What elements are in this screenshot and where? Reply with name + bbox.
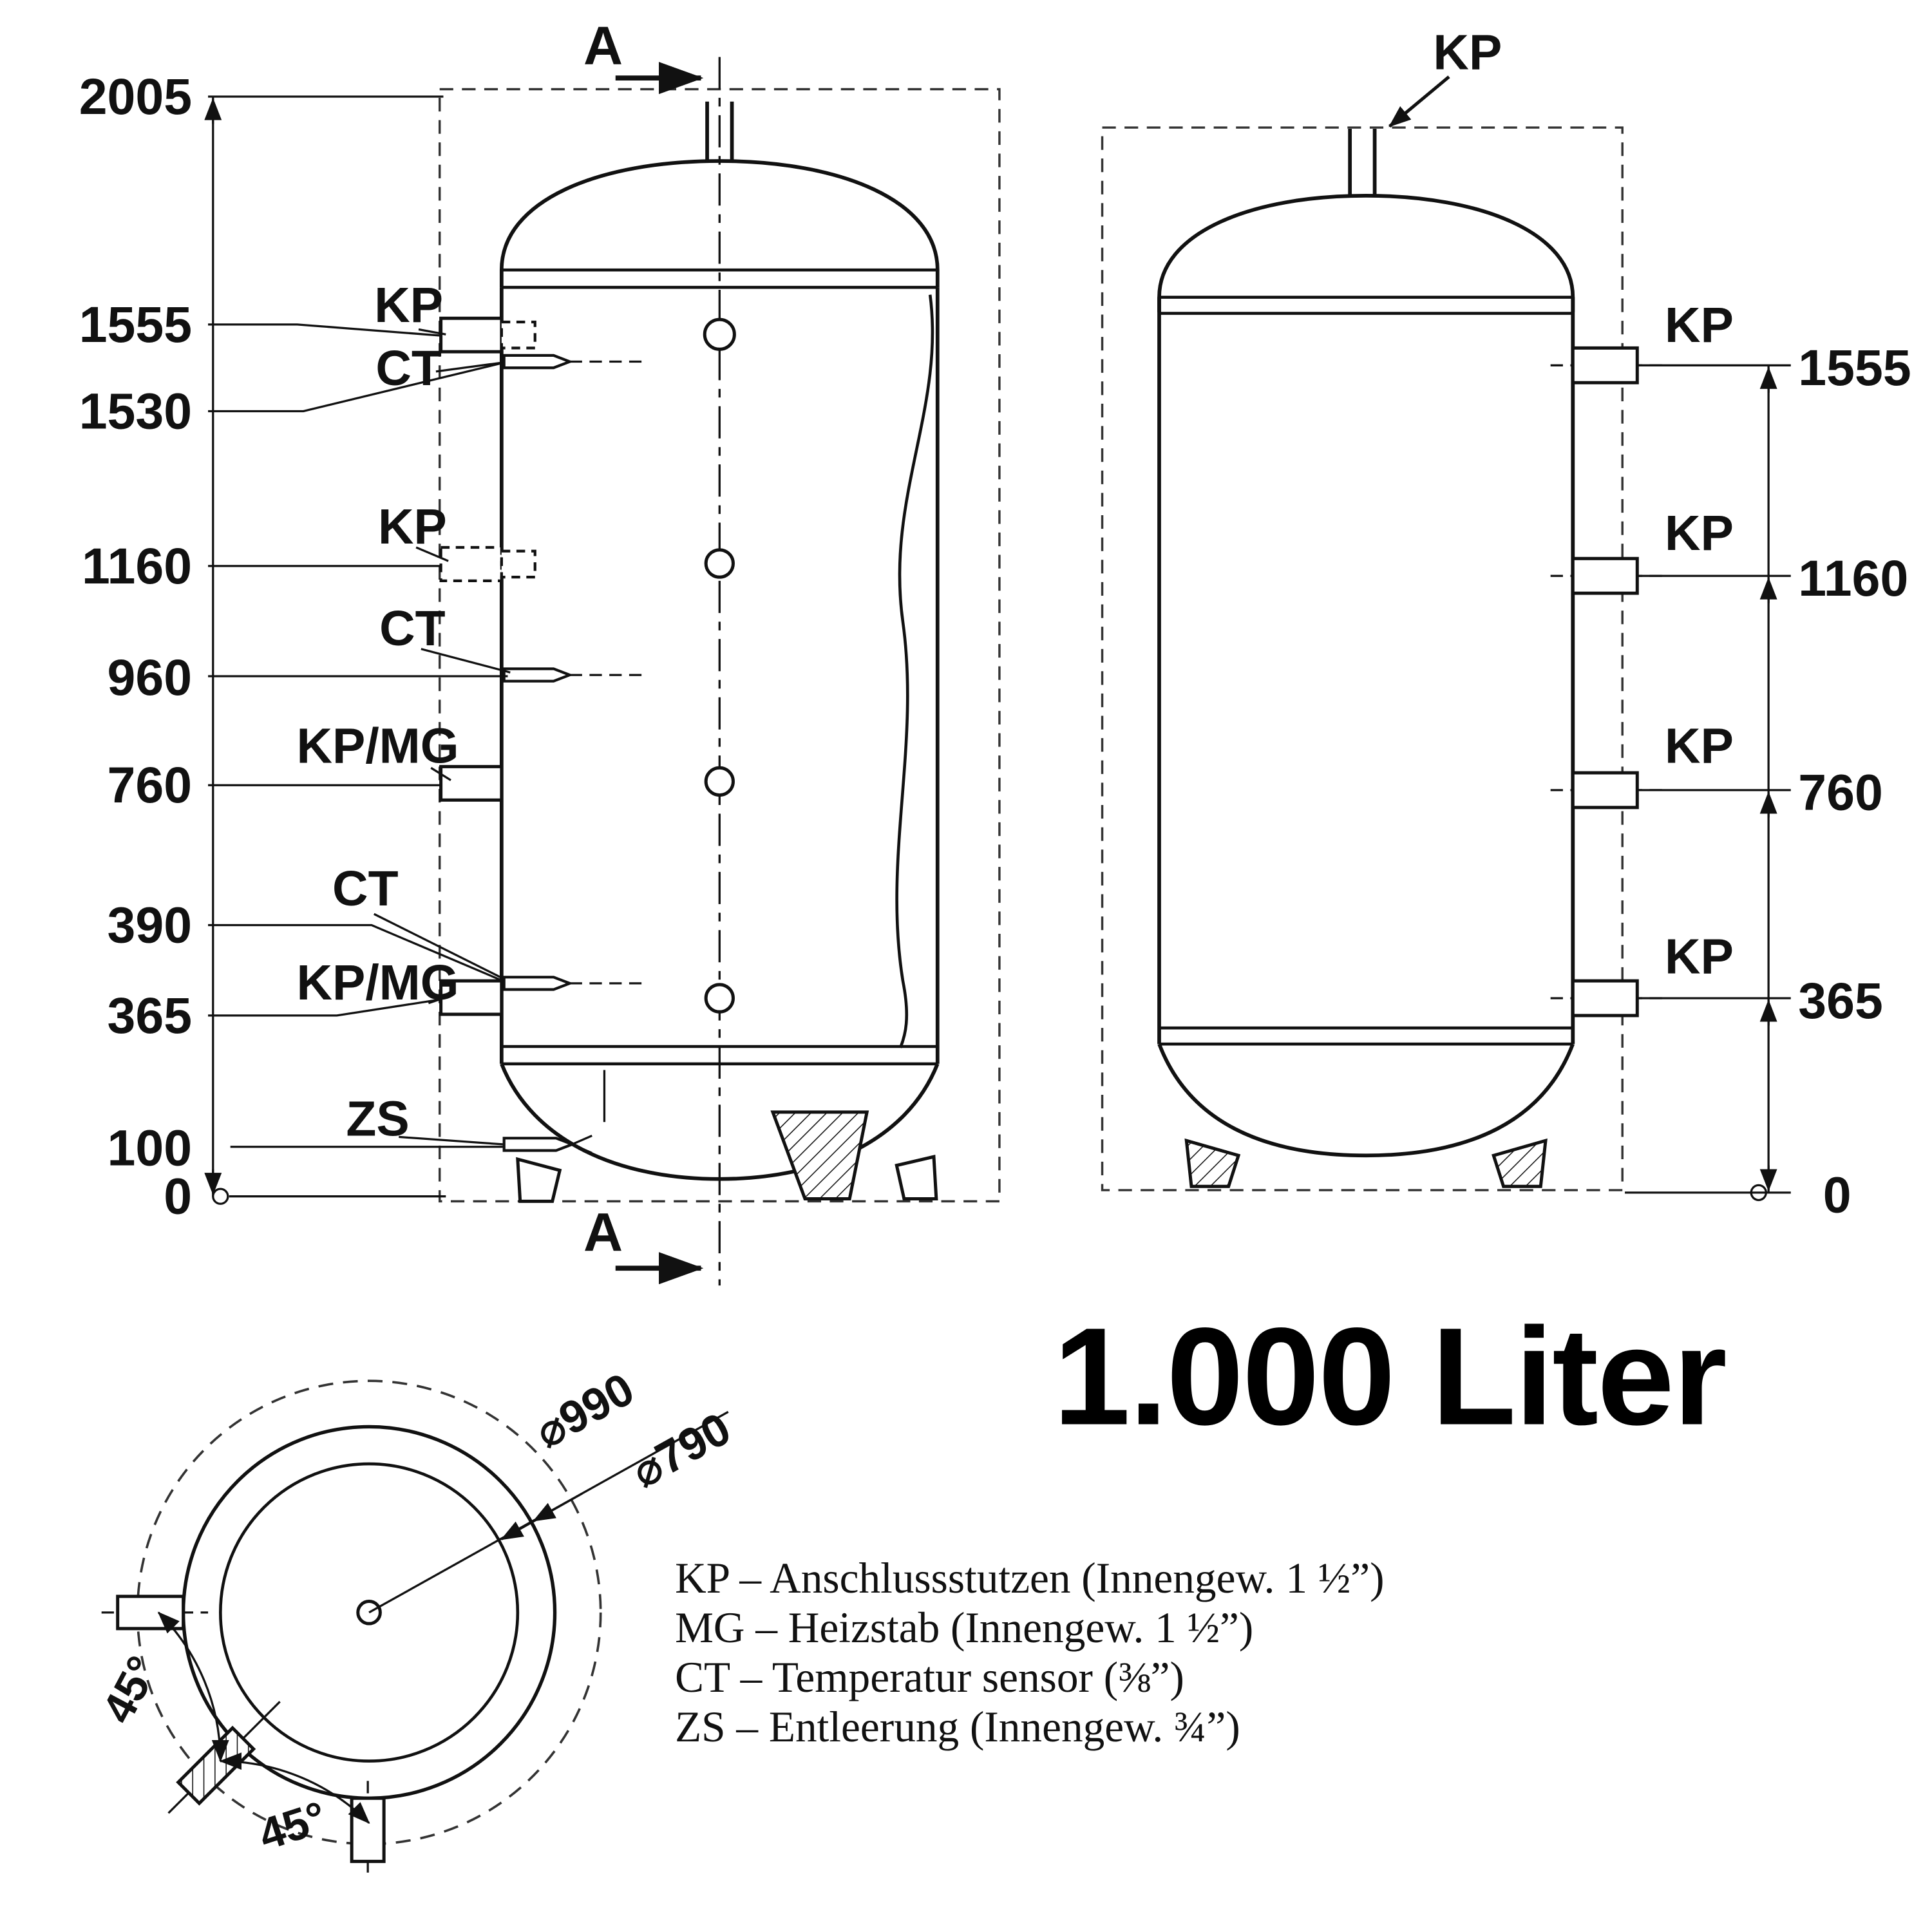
front-leg-right [895, 1155, 938, 1201]
datum-circle-right [1750, 1184, 1767, 1202]
side-stub-1 [1571, 346, 1639, 384]
front-view: A A [438, 15, 1001, 1286]
side-dim-label-1555: 1555 [1798, 339, 1911, 396]
front-leg-center [770, 1110, 869, 1201]
front-port-circle-1 [703, 317, 736, 351]
side-port-label-2: KP [1665, 506, 1734, 561]
side-leg-right [1492, 1138, 1548, 1188]
side-dim-label-365: 365 [1798, 972, 1883, 1029]
zs-drain-arrow-1 [571, 1134, 592, 1146]
dim-label-1160: 1160 [82, 538, 192, 594]
side-stub-3 [1571, 771, 1639, 810]
zs-drain-probe [502, 1137, 576, 1152]
dim-label-2005: 2005 [79, 68, 192, 125]
ct-probe-1530 [502, 354, 574, 370]
zs-drain-arrow-2 [571, 1143, 592, 1154]
dia-arrow-790 [500, 1511, 551, 1540]
side-view: KP [1101, 25, 1662, 1191]
legend-line-ct: CT – Temperatur sensor (⅜”) [675, 1653, 1184, 1701]
angle-arc-left [157, 1611, 229, 1763]
dim-label-760: 760 [108, 757, 193, 813]
port-leader-ct-1530 [435, 361, 501, 373]
side-dim-label-1160: 1160 [1798, 550, 1908, 607]
legend-line-kp: KP – Anschlussstutzen (Innengew. 1 ½”) [675, 1554, 1384, 1602]
front-stub-kp-1555 [439, 316, 504, 354]
port-leader-kpmg-365 [428, 997, 444, 1005]
front-stub-kpmg-760 [439, 764, 504, 802]
dim-label-960: 960 [108, 649, 193, 706]
side-dim-label-760: 760 [1798, 764, 1883, 821]
top-stub-bottom [350, 1796, 386, 1863]
angle-arc-bottom [219, 1752, 370, 1824]
port-label-kp-1160: KP [378, 499, 447, 554]
side-dashed-boundary [1101, 126, 1624, 1191]
side-dim-label-0: 0 [1823, 1167, 1852, 1224]
front-port-circle-4 [704, 983, 735, 1014]
front-port-circle-3 [704, 766, 735, 797]
port-leader-kp-1160 [415, 546, 449, 562]
port-label-ct-960: CT [379, 601, 446, 656]
side-port-label-1: KP [1665, 298, 1734, 353]
section-label-bottom: A [583, 1201, 623, 1262]
port-leader-ct-390 [374, 913, 504, 980]
front-port-circle-2 [704, 548, 735, 579]
front-stub-kpmg-365 [439, 979, 504, 1016]
front-stub-kp-1160 [439, 545, 503, 583]
port-leader-kpmg-760 [430, 766, 451, 781]
dim-label-0: 0 [164, 1168, 192, 1225]
side-port-label-3: KP [1665, 719, 1734, 774]
port-label-kp-1555: KP [374, 278, 443, 333]
leader-365 [208, 998, 441, 1017]
side-tank-dome [1157, 193, 1575, 312]
dim-label-1555: 1555 [79, 296, 192, 353]
front-stub-kp-1160-inner [500, 549, 536, 579]
port-leader-ct-960 [421, 648, 511, 674]
front-dimensions: 2005 1555 1530 1160 960 760 390 365 100 … [79, 68, 508, 1225]
side-top-port-arrow [1388, 75, 1450, 128]
port-leader-zs [399, 1135, 503, 1146]
top-stub-left [116, 1595, 185, 1631]
port-label-ct-390: CT [332, 861, 399, 916]
front-stub-kp-1555-inner [500, 320, 536, 350]
front-port-labels: KP CT KP CT KP/MG CT KP/MG ZS [296, 278, 511, 1146]
legend-line-mg: MG – Heizstab (Innengew. 1 ½”) [675, 1604, 1253, 1652]
page-title: 1.000 Liter [1054, 1299, 1726, 1454]
legend-line-zs: ZS – Entleerung (Innengew. ¾”) [675, 1703, 1240, 1751]
port-label-kpmg-760: KP/MG [296, 719, 459, 774]
port-leader-kp-1555 [418, 328, 446, 336]
section-label-top: A [583, 15, 623, 76]
leader-1555 [208, 323, 441, 337]
dim-label-1530: 1530 [79, 383, 192, 439]
ct-probe-960 [502, 667, 574, 683]
port-label-zs: ZS [346, 1091, 409, 1146]
side-stub-2 [1571, 556, 1639, 595]
side-port-label-4: KP [1665, 929, 1734, 985]
dim-label-100: 100 [108, 1120, 193, 1177]
side-dimensions: KP KP KP KP 1555 1160 760 365 0 [1625, 298, 1911, 1224]
leader-390 [208, 923, 504, 982]
datum-circle-left [212, 1188, 229, 1205]
front-cutaway-wave [895, 294, 934, 1048]
side-stub-4 [1571, 979, 1639, 1018]
side-top-port-label: KP [1433, 25, 1502, 80]
front-leg-left [516, 1157, 562, 1203]
leader-1530 [208, 361, 504, 413]
side-leg-left [1184, 1138, 1241, 1188]
dim-label-390: 390 [108, 896, 193, 953]
ct-probe-390 [502, 976, 574, 991]
port-label-ct-1530: CT [375, 341, 442, 396]
legend: KP – Anschlussstutzen (Innengew. 1 ½”) M… [675, 1554, 1384, 1751]
dim-label-365: 365 [108, 987, 193, 1044]
side-bottom-dome [1157, 1043, 1575, 1158]
